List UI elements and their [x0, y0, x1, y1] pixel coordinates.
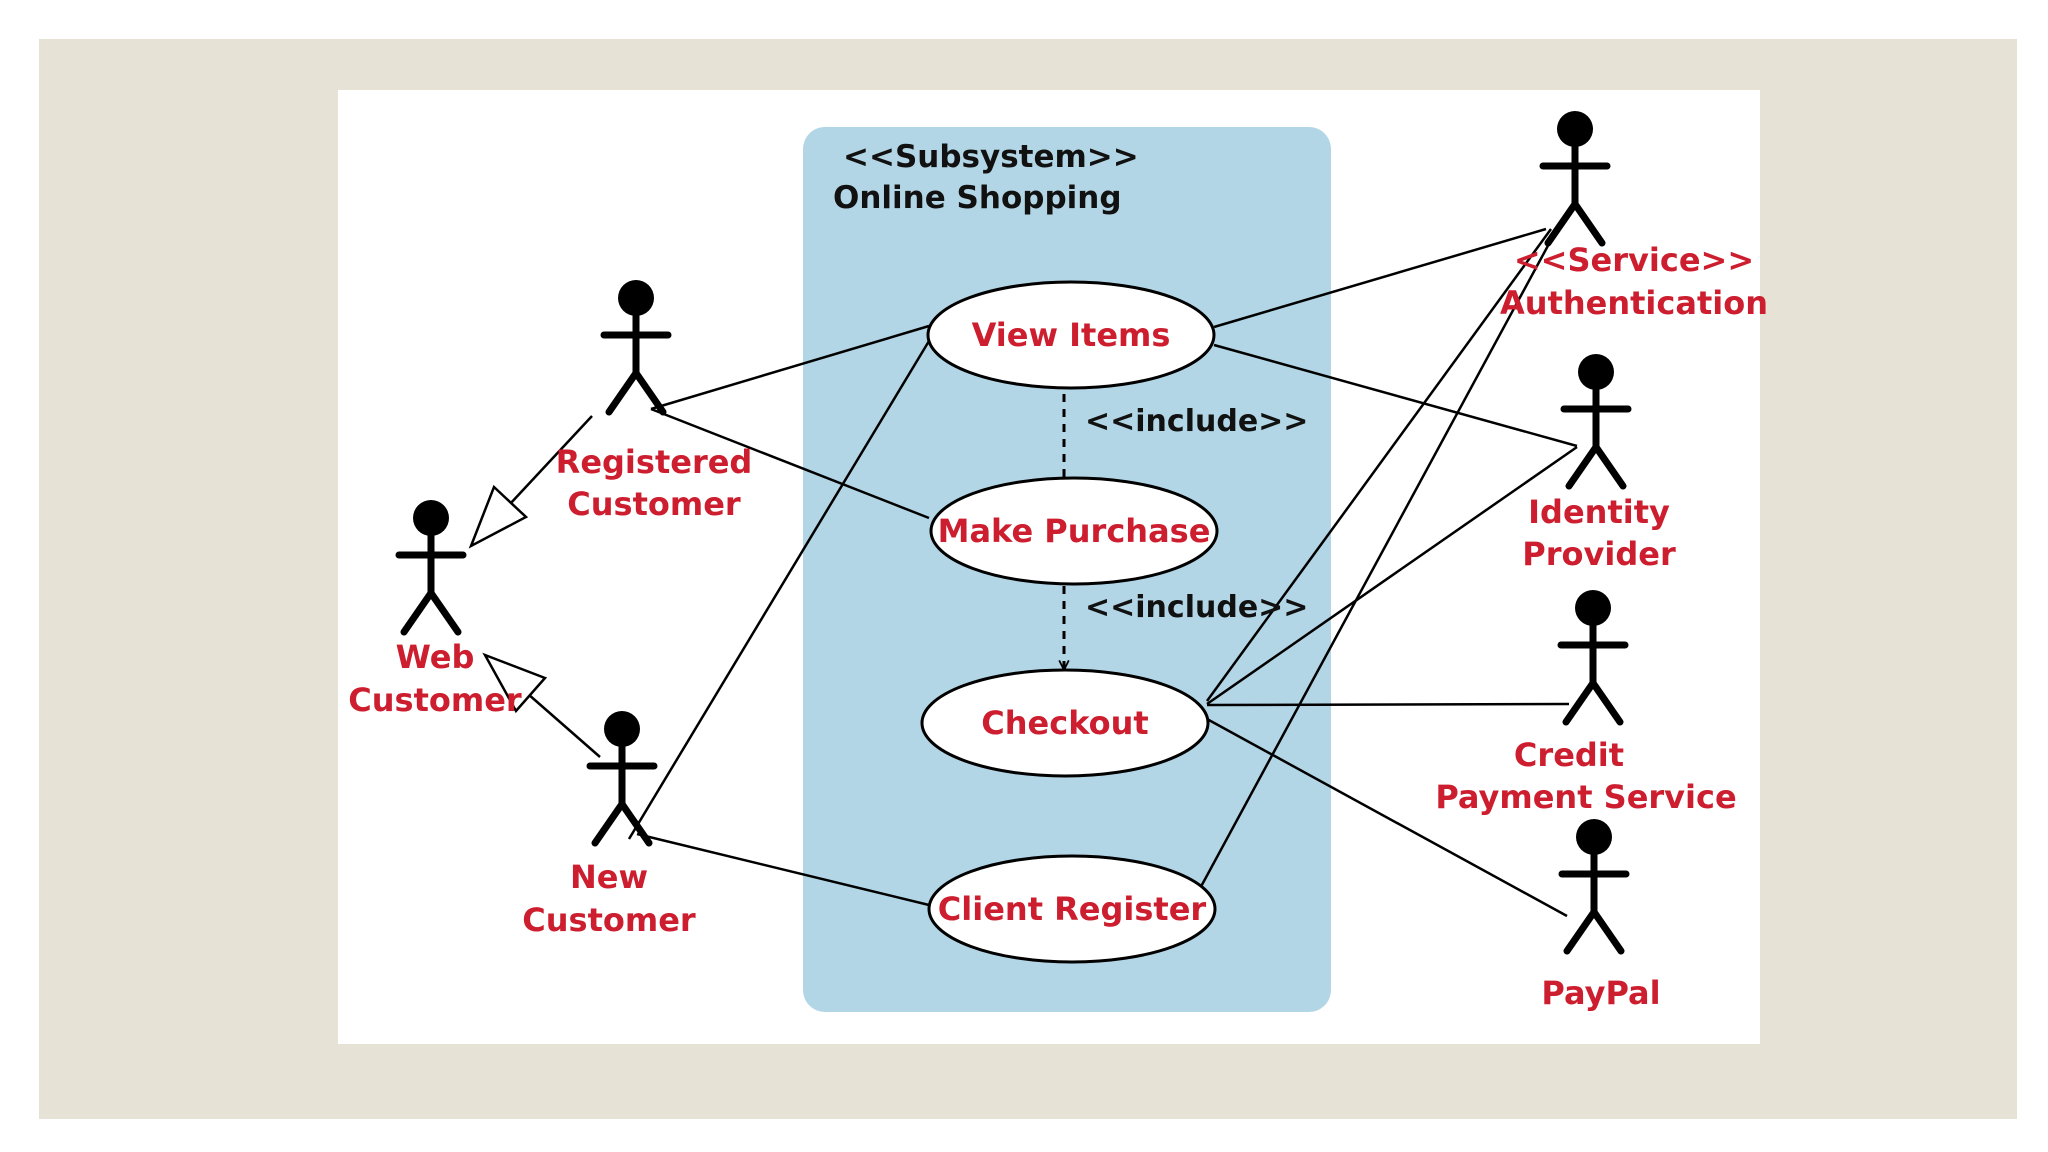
assoc-checkout-credit-payment [1206, 702, 1570, 707]
actor-label-new-line2: Customer [522, 901, 696, 939]
include-label-1: <<include>> [1085, 404, 1308, 439]
association-lines [627, 227, 1578, 918]
subsystem-stereotype: <<Subsystem>> [843, 139, 1139, 175]
generalization-head-new [482, 652, 548, 714]
generalization-head-registered [468, 484, 529, 549]
actor-label-registered-line1: Registered [556, 443, 753, 481]
use-case-diagram: <<Subsystem>> Online Shopping <<include>… [39, 39, 2017, 1119]
actor-new-customer[interactable] [586, 711, 658, 847]
actor-registered-customer[interactable] [600, 280, 672, 416]
generalization-registered-to-web [509, 415, 593, 505]
actor-label-web-line1: Web [396, 638, 475, 676]
actor-credit-payment[interactable] [1557, 590, 1629, 726]
actor-label-credit-line2: Payment Service [1435, 778, 1736, 816]
actor-label-identity-line1: Identity [1528, 493, 1670, 531]
actor-web-customer[interactable] [395, 500, 467, 636]
assoc-view-items-identity-provider [1213, 343, 1578, 448]
actor-label-identity-line2: Provider [1522, 535, 1676, 573]
assoc-checkout-authentication [1205, 228, 1553, 702]
use-case-label-make-purchase: Make Purchase [938, 512, 1211, 550]
assoc-registered-view-items [650, 324, 930, 411]
use-case-label-checkout: Checkout [981, 704, 1148, 742]
actor-paypal[interactable] [1558, 819, 1630, 955]
generalization-arrows [468, 415, 601, 758]
use-case-checkout[interactable]: Checkout [920, 668, 1210, 778]
assoc-new-customer-view-items [627, 340, 931, 840]
use-case-client-register[interactable]: Client Register [927, 854, 1217, 964]
use-case-view-items[interactable]: View Items [926, 280, 1216, 390]
actor-label-paypal: PayPal [1541, 974, 1660, 1012]
actor-label-authentication-line2: Authentication [1500, 284, 1768, 322]
use-case-label-view-items: View Items [972, 316, 1171, 354]
actor-authentication[interactable] [1539, 111, 1611, 247]
actor-label-new-line1: New [570, 858, 648, 896]
use-case-make-purchase[interactable]: Make Purchase [929, 476, 1219, 586]
actor-label-web-line2: Customer [348, 681, 522, 719]
assoc-registered-make-purchase [650, 407, 930, 520]
actor-identity-provider[interactable] [1560, 354, 1632, 490]
assoc-view-items-authentication [1213, 227, 1547, 329]
assoc-checkout-identity-provider [1206, 445, 1578, 706]
assoc-client-register-authentication [1195, 228, 1559, 895]
actor-label-authentication-line1: <<Service>> [1514, 241, 1754, 279]
include-label-2: <<include>> [1085, 590, 1308, 625]
subsystem-title: Online Shopping [833, 180, 1122, 216]
assoc-checkout-paypal [1206, 717, 1568, 918]
diagram-frame: <<Subsystem>> Online Shopping <<include>… [39, 39, 2017, 1119]
actor-label-credit-line1: Credit [1514, 736, 1624, 774]
assoc-new-customer-client-register [636, 832, 930, 907]
use-case-label-client-register: Client Register [938, 890, 1207, 928]
actor-label-registered-line2: Customer [567, 485, 741, 523]
generalization-new-to-web [527, 693, 601, 758]
